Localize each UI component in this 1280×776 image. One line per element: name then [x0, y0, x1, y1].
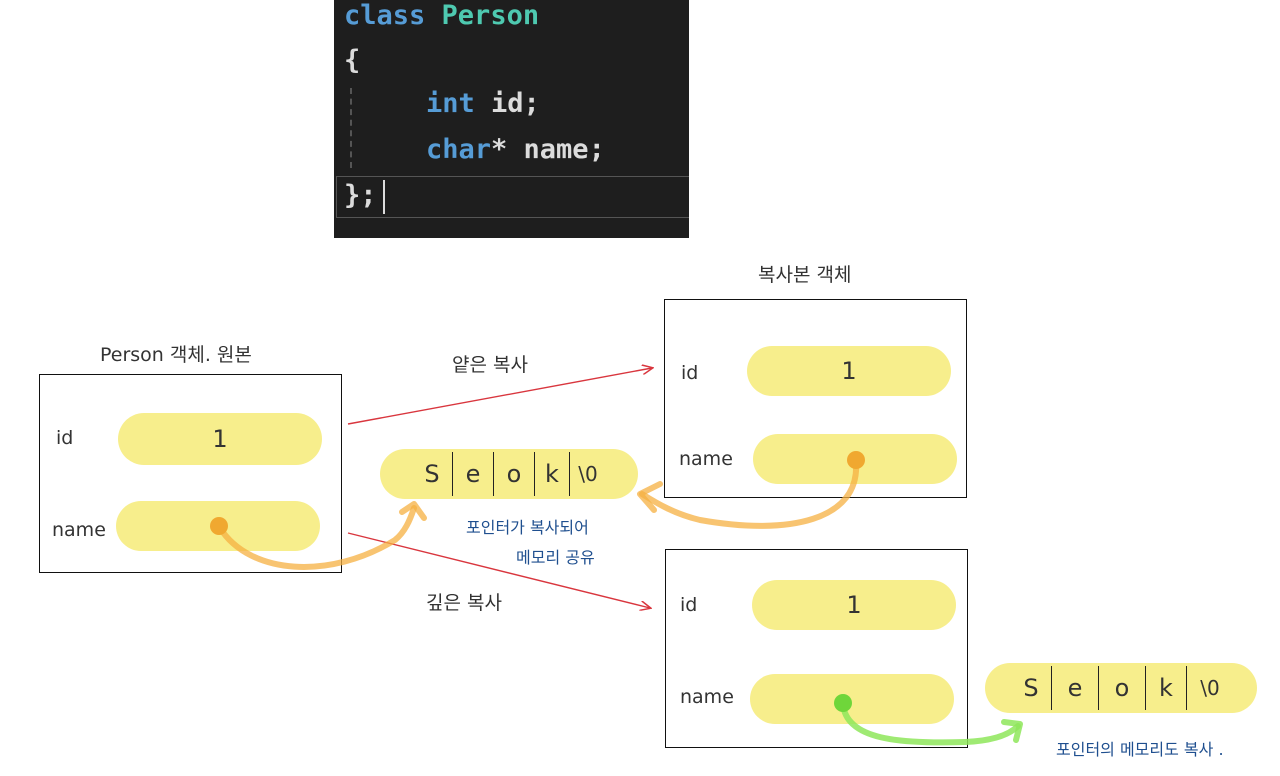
- deep-pointer-arrowhead: [1001, 719, 1023, 743]
- indent-guide: [350, 88, 352, 168]
- shallow-copy-id-value: 1: [841, 357, 857, 385]
- string-char: e: [1051, 666, 1098, 710]
- copy-pointer-curve: [639, 459, 860, 529]
- deep-copy-id-label: id: [680, 594, 698, 616]
- original-caption: Person 객체. 원본: [100, 344, 252, 366]
- deep-copy-id-value: 1: [846, 591, 862, 619]
- copy-object-caption: 복사본 객체: [758, 264, 852, 286]
- copy-pointer-dot: [847, 451, 865, 469]
- code-line-1: class Person: [344, 0, 539, 31]
- deep-copy-arrow: [347, 532, 650, 608]
- deep-pointer-dot: [834, 694, 852, 712]
- code-keyword: int: [426, 88, 475, 119]
- code-keyword: class: [344, 0, 426, 31]
- current-line-highlight: [336, 176, 689, 218]
- original-id-label: id: [56, 427, 74, 449]
- string-char: o: [493, 452, 534, 496]
- code-snippet: class Person { int id; char* name; };: [334, 0, 689, 238]
- shallow-copy-caption: 얕은 복사: [452, 354, 528, 376]
- text-caret: [383, 180, 385, 214]
- shallow-copy-id-field: 1: [747, 346, 951, 396]
- shallow-copy-name-label: name: [679, 448, 733, 470]
- copy-pointer-arrowhead: [637, 481, 663, 513]
- string-char: k: [1145, 666, 1186, 710]
- code-line-2: {: [344, 45, 361, 76]
- deep-copy-note: 포인터의 메모리도 복사 .: [1056, 740, 1224, 759]
- code-line-3: int id;: [426, 88, 540, 119]
- deep-copy-caption: 깊은 복사: [426, 592, 502, 614]
- original-pointer-dot: [210, 517, 228, 535]
- string-char: S: [424, 460, 440, 488]
- deep-copy-id-field: 1: [752, 580, 956, 630]
- code-line-5: };: [344, 180, 377, 211]
- deep-copy-name-field: [750, 674, 954, 724]
- deep-copy-object-box: id 1 name: [665, 549, 968, 748]
- code-keyword: char: [426, 134, 492, 165]
- string-char: o: [1098, 666, 1145, 710]
- shallow-copy-id-label: id: [681, 362, 699, 384]
- code-line-4: char* name;: [426, 134, 605, 165]
- original-pointer-arrowhead: [399, 501, 427, 521]
- deep-pointer-curve: [840, 701, 1021, 746]
- code-type-name: Person: [441, 0, 540, 31]
- shallow-note-line2: 메모리 공유: [516, 548, 595, 567]
- deep-copy-name-label: name: [680, 686, 734, 708]
- shared-string-memory: S e o k \0: [380, 449, 638, 499]
- original-object-box: id 1 name: [39, 374, 342, 573]
- string-char: \0: [569, 452, 606, 496]
- original-id-field: 1: [118, 413, 322, 465]
- string-char: e: [452, 452, 493, 496]
- original-name-label: name: [52, 519, 106, 541]
- shallow-note-line1: 포인터가 복사되어: [466, 518, 589, 537]
- string-char: k: [534, 452, 569, 496]
- code-text: id;: [474, 88, 540, 119]
- string-char: S: [1023, 674, 1039, 702]
- deep-string-memory: S e o k \0: [985, 663, 1257, 713]
- original-id-value: 1: [212, 425, 228, 453]
- string-char: \0: [1186, 666, 1233, 710]
- original-pointer-curve: [217, 505, 417, 570]
- shallow-copy-arrow: [347, 368, 652, 425]
- code-text: * name;: [491, 134, 605, 165]
